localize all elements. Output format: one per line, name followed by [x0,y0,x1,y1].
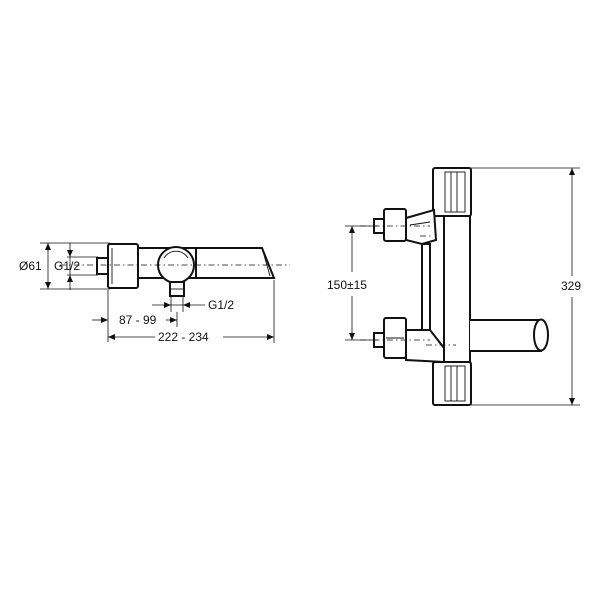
depth-range-dimension [92,290,178,342]
horizontal-spout [470,319,542,352]
upper-connector [405,208,438,246]
depth-range-label: 87 - 99 [119,313,157,327]
diameter-label: Ø61 [19,259,42,273]
outlet-thread-label: G1/2 [208,298,234,312]
outlet-thread-dimension [152,296,205,312]
side-view: Ø61 G1/2 G1/2 87 - 99 [19,242,290,344]
wall-knob [107,243,139,289]
inlet-stub [96,257,109,275]
spout [196,247,276,279]
outlet-circle [157,246,195,284]
overall-length-dimension [108,280,275,343]
lower-connector [405,329,445,364]
overall-length-label: 222 - 234 [158,330,209,344]
inlet-spacing-dimension [345,225,378,341]
front-view: 150±15 329 [327,167,581,406]
link-tube [421,243,431,335]
inlet-thread-dimension [67,243,98,290]
bottom-handle [432,361,472,406]
height-dimension [471,167,580,406]
upper-inlet-nut [383,208,407,242]
height-label: 329 [561,279,581,293]
inlet-thread-label: G1/2 [54,259,80,273]
inlet-spacing-label: 150±15 [327,278,367,292]
diameter-dimension [40,242,110,290]
top-handle [432,167,472,217]
